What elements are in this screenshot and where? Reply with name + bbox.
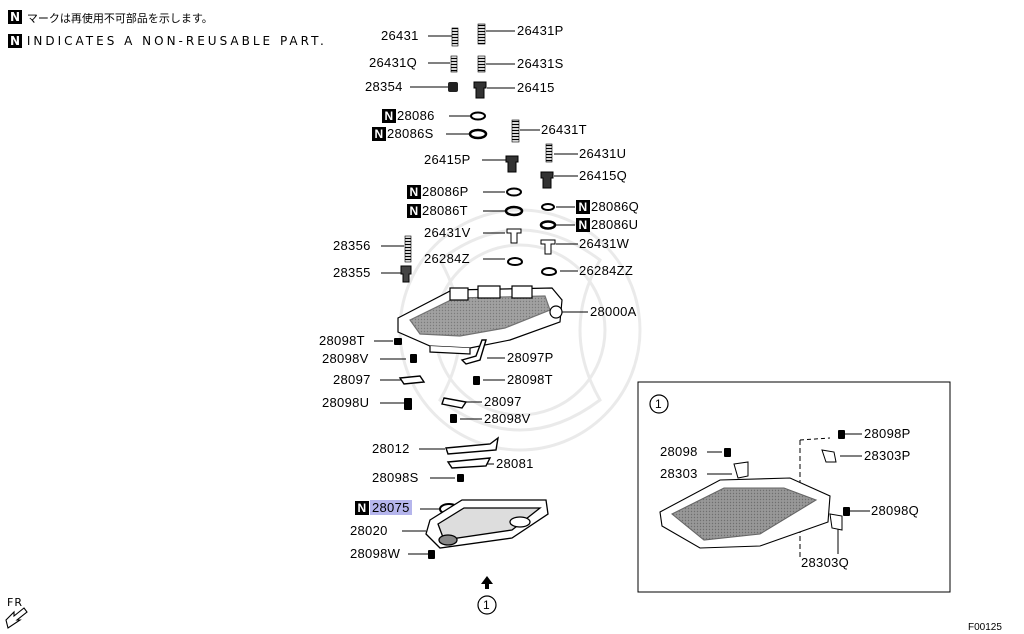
arrow-up-icon: [481, 576, 493, 589]
part-label[interactable]: 28098V: [484, 411, 531, 426]
part-label[interactable]: 28012: [372, 441, 410, 456]
part-label[interactable]: 26431W: [579, 236, 630, 251]
oil-strainer: [425, 499, 549, 549]
inset-reference-number: 1: [655, 397, 662, 411]
inset-part-label[interactable]: 28303Q: [801, 555, 850, 570]
part-label[interactable]: 28098T: [319, 333, 365, 348]
non-reusable-badge: N: [8, 10, 22, 24]
part-label[interactable]: 26431S: [517, 56, 564, 71]
part-label[interactable]: 26284Z: [424, 251, 470, 266]
front-direction-label: FR: [7, 596, 23, 609]
part-label[interactable]: 26431V: [424, 225, 471, 240]
part-label[interactable]: 28097: [484, 394, 522, 409]
part-label[interactable]: 26431: [381, 28, 419, 43]
part-label[interactable]: 28098V: [322, 351, 369, 366]
inset-valve-body: [659, 477, 831, 549]
legend-jp: N マークは再使用不可部品を示します。: [8, 10, 213, 26]
inset-part-label[interactable]: 28098P: [864, 426, 911, 441]
part-label[interactable]: 28354: [365, 79, 403, 94]
figure-code: F00125: [968, 622, 1002, 633]
reference-circle: [477, 595, 497, 615]
part-label[interactable]: 28081: [496, 456, 534, 471]
legend-jp-text: マークは再使用不可部品を示します。: [26, 12, 213, 25]
legend-en: N INDICATES A NON-REUSABLE PART.: [8, 34, 327, 48]
part-label[interactable]: 28356: [333, 238, 371, 253]
part-label[interactable]: 26431U: [579, 146, 627, 161]
part-label[interactable]: 28097: [333, 372, 371, 387]
leader-lines: [374, 30, 588, 555]
inset-part-label[interactable]: 28098: [660, 444, 698, 459]
non-reusable-badge: N: [8, 34, 22, 48]
part-label[interactable]: 28097P: [507, 350, 554, 365]
part-label[interactable]: 26431Q: [369, 55, 418, 70]
inset-part-label[interactable]: 28098Q: [871, 503, 920, 518]
control-valve-body: [397, 285, 563, 355]
part-label[interactable]: 26415Q: [579, 168, 628, 183]
legend-en-text: INDICATES A NON-REUSABLE PART.: [26, 34, 327, 48]
part-label[interactable]: 28098U: [322, 395, 370, 410]
part-label[interactable]: 28000A: [590, 304, 637, 319]
part-label[interactable]: 28098S: [372, 470, 419, 485]
part-label[interactable]: 26415P: [424, 152, 471, 167]
part-label[interactable]: 28020: [350, 523, 388, 538]
reference-number: 1: [483, 598, 490, 612]
part-label[interactable]: 28355: [333, 265, 371, 280]
part-label[interactable]: 26415: [517, 80, 555, 95]
part-label[interactable]: 28098T: [507, 372, 553, 387]
part-label[interactable]: 26431P: [517, 23, 564, 38]
bolts: [394, 338, 480, 559]
inset-part-label[interactable]: 28303: [660, 466, 698, 481]
front-arrow-icon: [5, 607, 28, 629]
inset-part-label[interactable]: 28303P: [864, 448, 911, 463]
part-label[interactable]: 28098W: [350, 546, 401, 561]
part-label[interactable]: 26431T: [541, 122, 587, 137]
part-label[interactable]: 26284ZZ: [579, 263, 634, 278]
